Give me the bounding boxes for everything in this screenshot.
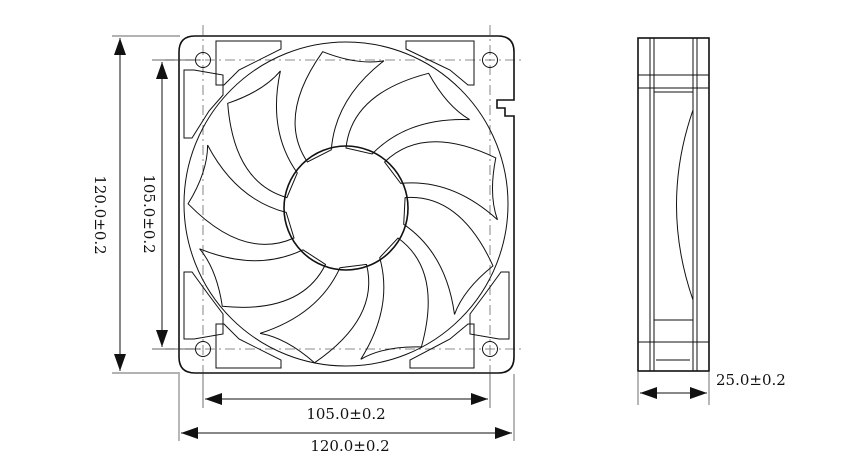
dim-label-hole-spacing-horizontal: 105.0±0.2 bbox=[306, 405, 385, 423]
corner-pockets bbox=[183, 40, 510, 369]
dimension-frame-width: 120.0±0.2 bbox=[178, 374, 515, 455]
dimension-frame-height: 120.0±0.2 bbox=[91, 35, 180, 374]
fan-blade bbox=[383, 141, 498, 221]
fan-blade bbox=[360, 237, 429, 360]
fan-blades bbox=[187, 51, 498, 364]
fan-blade bbox=[403, 196, 494, 315]
dim-label-frame-width: 120.0±0.2 bbox=[310, 437, 389, 455]
fan-blade bbox=[259, 263, 370, 364]
dimension-thickness: 25.0±0.2 bbox=[637, 371, 786, 405]
dim-label-frame-height: 120.0±0.2 bbox=[91, 175, 109, 254]
side-view bbox=[637, 37, 710, 372]
center-lines bbox=[165, 25, 525, 372]
dim-label-thickness: 25.0±0.2 bbox=[716, 371, 786, 389]
dim-label-hole-spacing-vertical: 105.0±0.2 bbox=[140, 174, 158, 253]
fan-frame-outline bbox=[178, 35, 515, 374]
venturi-ring bbox=[183, 41, 509, 367]
fan-blade bbox=[199, 248, 327, 308]
front-view bbox=[165, 25, 525, 374]
fan-hub bbox=[283, 145, 409, 271]
fan-blade bbox=[294, 51, 385, 163]
fan-blade bbox=[187, 144, 295, 245]
fan-blade bbox=[227, 70, 298, 199]
side-frame-outline bbox=[637, 37, 710, 372]
dimension-hole-spacing-vertical: 105.0±0.2 bbox=[140, 59, 200, 350]
fan-blade bbox=[345, 72, 470, 155]
dimension-hole-spacing-horizontal: 105.0±0.2 bbox=[202, 372, 491, 423]
